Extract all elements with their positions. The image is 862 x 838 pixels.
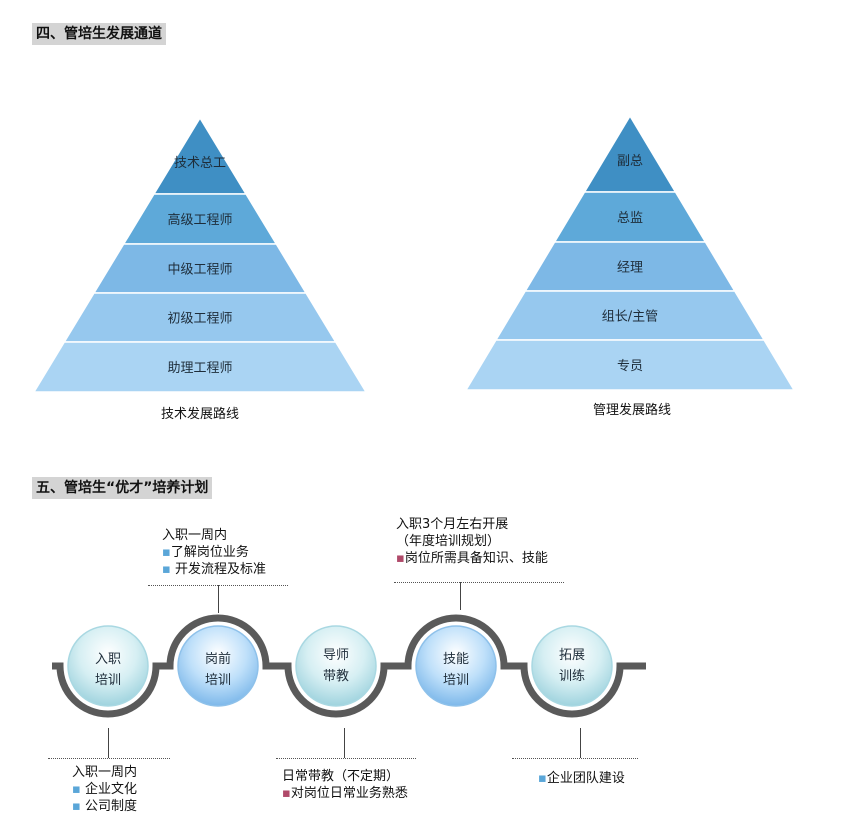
note-5-connector — [580, 728, 581, 758]
flow-wave-line — [52, 614, 646, 718]
mgmt-pyramid-level-label: 组长/主管 — [602, 310, 658, 325]
note-3-item: ▪对岗位日常业务熟悉 — [282, 786, 408, 801]
note-4-divider — [394, 582, 564, 583]
step-circle — [177, 625, 259, 707]
note-3-divider — [276, 758, 416, 759]
section-4-title: 四、管培生发展通道 — [32, 23, 166, 45]
note-1-connector — [108, 728, 109, 758]
note-5: ▪企业团队建设 — [538, 770, 625, 787]
note-3-connector — [344, 728, 345, 758]
note-2-item: ▪ 开发流程及标准 — [162, 562, 266, 577]
note-4-head: 入职3个月左右开展 — [396, 517, 509, 532]
tech-pyramid-level-label: 初级工程师 — [167, 312, 232, 327]
tech-pyramid-level-label: 高级工程师 — [167, 212, 232, 228]
mgmt-pyramid-level-5 — [464, 339, 796, 391]
mgmt-pyramid-level-label: 总监 — [617, 211, 643, 226]
note-1-item: ▪ 公司制度 — [72, 799, 137, 814]
tech-pyramid-level-label: 助理工程师 — [167, 361, 232, 376]
mgmt-pyramid-caption: 管理发展路线 — [593, 402, 671, 418]
step-label: 培训 — [95, 672, 121, 688]
note-4-connector — [460, 582, 461, 610]
step-circle — [415, 625, 497, 707]
note-1: 入职一周内 ▪ 企业文化 ▪ 公司制度 — [72, 764, 137, 815]
section-5-title: 五、管培生“优才”培养计划 — [32, 477, 213, 499]
step-label: 技能 — [443, 652, 469, 667]
step-label: 导师 — [323, 648, 349, 663]
step-circle — [295, 625, 377, 707]
mgmt-pyramid-level-label: 经理 — [617, 261, 643, 276]
step-label: 带教 — [323, 668, 349, 684]
step-label: 岗前 — [205, 651, 231, 667]
note-2-head: 入职一周内 — [162, 528, 228, 543]
note-3-head: 日常带教（不定期） — [282, 769, 400, 784]
note-5-divider — [512, 758, 638, 759]
note-1-item: ▪ 企业文化 — [72, 782, 137, 797]
note-1-divider — [48, 758, 170, 759]
step-label: 培训 — [205, 672, 231, 688]
step-circle — [67, 625, 149, 707]
note-2-connector — [218, 585, 219, 613]
mgmt-pyramid-level-label: 副总 — [617, 154, 643, 169]
step-circle — [531, 625, 613, 707]
tech-pyramid-caption: 技术发展路线 — [161, 406, 239, 422]
step-label: 培训 — [443, 672, 469, 688]
note-5-item: ▪企业团队建设 — [538, 771, 625, 786]
note-4: 入职3个月左右开展 （年度培训规划） ▪岗位所需具备知识、技能 — [396, 516, 548, 567]
note-4-sub: （年度培训规划） — [396, 534, 501, 549]
step-label: 拓展 — [559, 648, 585, 663]
tech-pyramid-level-5 — [32, 341, 368, 393]
note-2-item: ▪了解岗位业务 — [162, 545, 249, 560]
tech-pyramid-level-label: 技术总工 — [174, 156, 226, 171]
note-2: 入职一周内 ▪了解岗位业务 ▪ 开发流程及标准 — [162, 527, 266, 578]
note-1-head: 入职一周内 — [72, 765, 138, 780]
note-4-item: ▪岗位所需具备知识、技能 — [396, 551, 548, 566]
mgmt-pyramid-level-label: 专员 — [617, 359, 643, 374]
tech-pyramid-level-label: 中级工程师 — [167, 263, 232, 278]
step-label: 入职 — [95, 652, 121, 667]
note-3: 日常带教（不定期） ▪对岗位日常业务熟悉 — [282, 768, 408, 802]
step-label: 训练 — [559, 669, 585, 684]
